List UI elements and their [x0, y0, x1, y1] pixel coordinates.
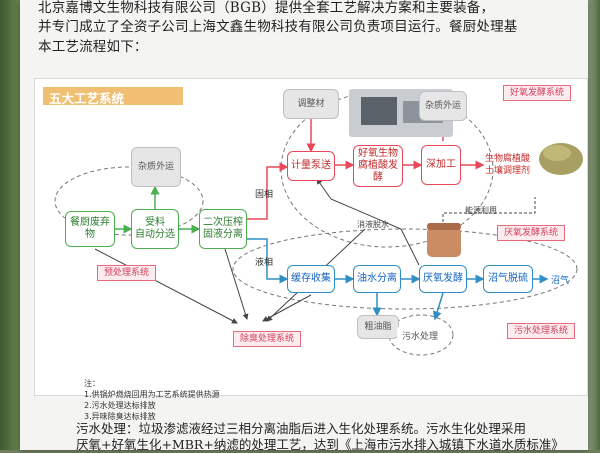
background-foliage-left [0, 0, 22, 450]
footnote-1: 1.供锅炉燃烧回用为工艺系统提供热源 [84, 390, 220, 399]
tag-aerobic: 好氧发酵系统 [503, 85, 572, 101]
kitchen-waste-box: 餐厨废弃物 [65, 211, 115, 247]
liquid-phase-label: 液相 [255, 258, 274, 268]
tag-pretreatment: 预处理系统 [97, 265, 157, 281]
footnote-title: 注： [84, 379, 100, 388]
intro-line-2: 并专门成立了全资子公司上海文鑫生物科技有限公司负责项目运行。餐厨处理基 [38, 19, 518, 35]
buffer-collect-box: 缓存收集 [287, 265, 335, 293]
flow-connectors [54, 89, 583, 356]
outro-line-2: 厌氧+好氧生化+MBR+纳滤的处理工艺，达到《上海市污水排入城镇下水道水质标准》 [76, 437, 564, 452]
solid-phase-label: 固相 [255, 190, 274, 200]
biogas-slurry-label: 消液脱水 [357, 220, 389, 229]
sewage-treatment-box: 污水处理 [397, 325, 443, 349]
intro-line-3: 本工艺流程如下： [38, 39, 148, 55]
press-separation-box: 二次压榨 固液分离 [199, 209, 247, 249]
aerobic-ferment-box: 好氧生物 腐植酸发酵 [353, 145, 403, 187]
tag-anaerobic: 厌氧发酵系统 [497, 225, 566, 241]
footnote-3: 3.异味除臭达标排放 [84, 412, 156, 421]
panel-title: 五大工艺系统 [49, 91, 125, 106]
debris-out-top-box: 杂质外运 [419, 91, 467, 121]
tag-deodor: 除臭处理系统 [233, 331, 302, 347]
process-diagram-panel: 五大工艺系统 [34, 78, 588, 396]
oil-water-separation-box: 油水分离 [353, 265, 401, 293]
conditioner-box: 调整材 [283, 89, 339, 119]
background-foliage-right [586, 0, 600, 450]
intro-line-1: 北京嘉博文生物科技有限公司（BGB）提供全套工艺解决方案和主要装备， [38, 0, 495, 16]
anaerobic-ferment-box: 厌氧发酵 [419, 265, 467, 293]
deep-processing-box: 深加工 [421, 145, 461, 185]
crude-oil-box: 粗油脂 [357, 315, 399, 339]
debris-out-left-box: 杂质外运 [131, 147, 181, 187]
biogas-desulfur-box: 沼气脱硫 [483, 265, 533, 293]
biogas-label: 沼气 [551, 276, 570, 286]
tag-sewage: 污水处理系统 [507, 323, 576, 339]
footnotes: 注： 1.供锅炉燃烧回用为工艺系统提供热源 2.污水处理达标排放 3.异味除臭达… [84, 378, 220, 422]
footnote-2: 2.污水处理达标排放 [84, 401, 156, 410]
metering-pump-box: 计量泵送 [287, 151, 335, 181]
poster: 北京嘉博文生物科技有限公司（BGB）提供全套工艺解决方案和主要装备， 并专门成立… [20, 0, 588, 452]
panel-title-bar [43, 87, 183, 105]
energy-use-label: 能源利用 [465, 206, 497, 215]
product-label: 生物腐植酸 土壤调理剂 [485, 154, 531, 176]
receive-sort-box: 受料 自动分选 [131, 209, 179, 249]
outro-line-1: 污水处理：垃圾渗滤液经过三相分离油脂后进入生化处理系统。污水生化处理采用 [76, 421, 527, 436]
